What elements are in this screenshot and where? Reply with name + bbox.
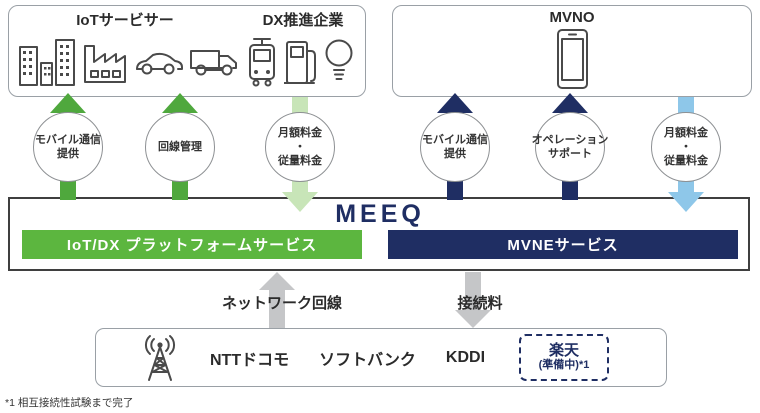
fuel-pump-icon <box>284 37 318 87</box>
dx-company-title: DX推進企業 <box>262 12 344 29</box>
network-line-label: ネットワーク回線 <box>221 295 342 312</box>
carrier-softbank: ソフトバンク <box>319 351 416 369</box>
carrier-rakuten: 楽天 <box>548 341 579 359</box>
mvno-box <box>392 5 752 97</box>
smartphone-icon <box>556 28 589 90</box>
carrier-box <box>95 328 667 387</box>
flow-label-mobile-right: モバイル通信 提供 <box>422 133 488 160</box>
flow-circle <box>265 112 335 182</box>
carrier-kddi: KDDI <box>445 348 486 366</box>
flow-label-line-mgmt: 回線管理 <box>158 140 202 153</box>
buildings-icon <box>18 37 76 87</box>
flow-label-operation: オペレーション サポート <box>531 133 609 160</box>
tram-icon <box>245 36 279 88</box>
flow-label-fees-right: 月額料金 ・ 従量料金 <box>664 126 708 168</box>
flow-circle <box>420 112 490 182</box>
mvne-service-bar: MVNEサービス <box>388 230 738 259</box>
iot-dx-service-bar: IoT/DX プラットフォームサービス <box>22 230 362 259</box>
down-arrow-gray <box>455 272 491 328</box>
flow-circle <box>33 112 103 182</box>
up-arrow-gray <box>259 272 295 328</box>
connection-fee-label: 接続料 <box>457 295 503 312</box>
mvno-title: MVNO <box>549 9 595 26</box>
carrier-docomo: NTTドコモ <box>210 351 290 369</box>
bulb-icon <box>324 37 354 87</box>
rakuten-planned-box: 楽天 (準備中)*1 <box>519 334 609 381</box>
carrier-names: NTTドコモ ソフトバンク KDDI <box>210 328 485 387</box>
truck-icon <box>189 46 239 78</box>
flow-label-mobile-left: モバイル通信 提供 <box>35 133 101 160</box>
radio-tower-icon <box>137 334 183 382</box>
flow-circle <box>145 112 215 182</box>
meeq-logo: MEEQ <box>335 200 425 228</box>
flow-label-fees-left: 月額料金 ・ 従量料金 <box>278 126 322 168</box>
flow-circle <box>535 112 605 182</box>
iot-servicer-title: IoTサービサー <box>76 12 174 29</box>
factory-icon <box>82 40 128 84</box>
rakuten-note: (準備中)*1 <box>538 359 590 372</box>
car-icon <box>133 47 184 77</box>
footnote: *1 相互接続性試験まで完了 <box>5 397 134 409</box>
flow-circle <box>651 112 721 182</box>
